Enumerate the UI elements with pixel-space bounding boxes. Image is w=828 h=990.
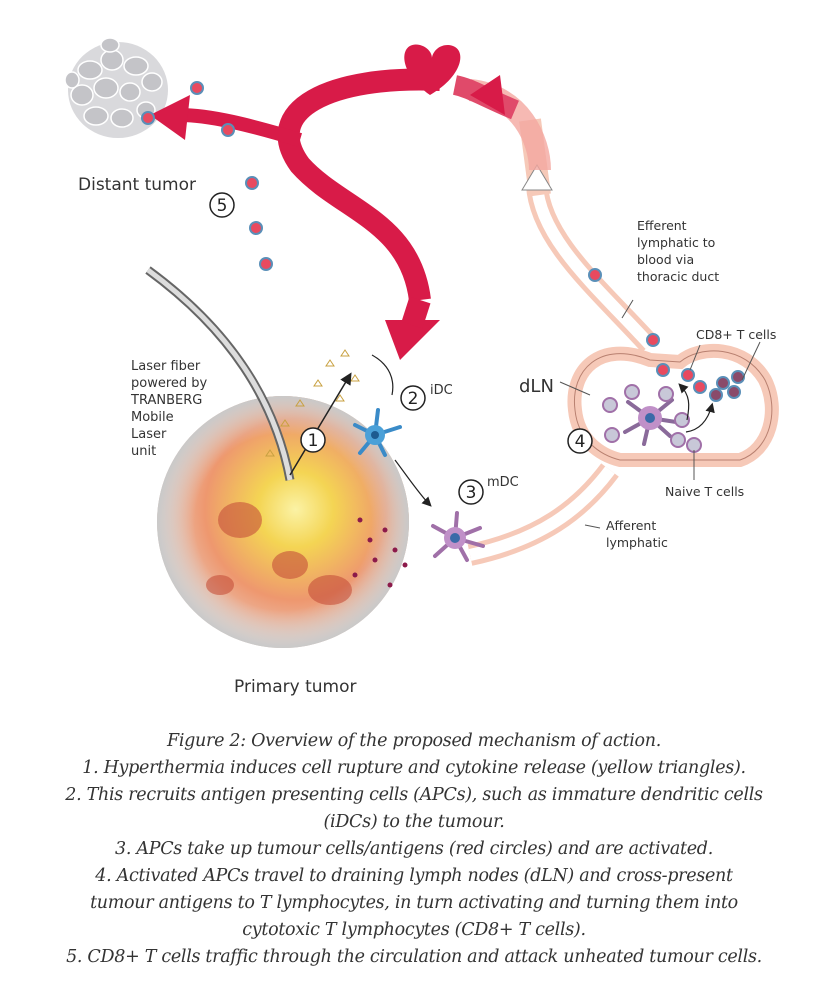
svg-text:4: 4 [575, 432, 586, 452]
cd8-label: CD8+ T cells [696, 327, 776, 342]
caption-line: 1. Hyperthermia induces cell rupture and… [82, 758, 746, 778]
svg-text:3: 3 [466, 483, 477, 503]
afferent-label: Afferent lymphatic [606, 518, 668, 550]
caption-line: 4. Activated APCs travel to draining lym… [95, 866, 733, 886]
primary-tumor-label: Primary tumor [234, 677, 357, 697]
step-5: 5 [209, 192, 235, 218]
svg-text:2: 2 [408, 389, 419, 409]
caption-title: Figure 2: Overview of the proposed mecha… [167, 731, 661, 751]
heart-icon [404, 44, 461, 95]
mdc-label: mDC [487, 475, 519, 490]
svg-text:lymphatic to: lymphatic to [637, 235, 715, 250]
step-4: 4 [567, 428, 593, 454]
dln-label: dLN [519, 376, 554, 397]
primary-tumor [157, 396, 409, 648]
svg-text:thoracic duct: thoracic duct [637, 269, 719, 284]
caption-line: 5. CD8+ T cells traffic through the circ… [66, 947, 762, 967]
caption-line: cytotoxic T lymphocytes (CD8+ T cells). [242, 920, 586, 940]
svg-text:Afferent: Afferent [606, 518, 656, 533]
svg-text:Laser: Laser [131, 427, 167, 442]
svg-text:Laser fiber: Laser fiber [131, 359, 201, 374]
svg-text:powered by: powered by [131, 376, 208, 391]
cd8-t-cells [656, 363, 745, 402]
figure-caption: Figure 2: Overview of the proposed mecha… [0, 728, 828, 971]
caption-line: tumour antigens to T lymphocytes, in tur… [90, 893, 738, 913]
caption-line: 2. This recruits antigen presenting cell… [65, 785, 763, 805]
dendritic-cell-dln [623, 398, 678, 446]
svg-text:unit: unit [131, 444, 156, 459]
svg-text:blood via: blood via [637, 252, 694, 267]
step-2: 2 [400, 385, 426, 411]
distant-tumor-cells [64, 37, 168, 138]
circulating-t-cells [141, 81, 660, 347]
svg-text:TRANBERG: TRANBERG [130, 393, 202, 408]
svg-text:Mobile: Mobile [131, 410, 174, 425]
naive-t-cells [602, 384, 702, 453]
step-1: 1 [300, 427, 326, 453]
svg-text:1: 1 [308, 431, 319, 451]
step-3: 3 [458, 479, 484, 505]
laser-fiber-label: Laser fiber powered by TRANBERG Mobile L… [130, 359, 208, 459]
caption-line: (iDCs) to the tumour. [323, 812, 505, 832]
caption-line: 3. APCs take up tumour cells/antigens (r… [115, 839, 713, 859]
svg-text:Efferent: Efferent [637, 218, 687, 233]
distant-tumor-label: Distant tumor [78, 175, 196, 195]
idc-label: iDC [430, 383, 453, 398]
dendritic-cell-idc [353, 408, 402, 457]
dendritic-cell-mdc [431, 511, 485, 562]
cytokine-triangles [265, 349, 360, 457]
mechanism-diagram: Distant tumor Primary tumor Laser fiber … [64, 37, 779, 697]
svg-text:5: 5 [217, 196, 228, 216]
efferent-label: Efferent lymphatic to blood via thoracic… [637, 218, 719, 284]
blood-circulation [150, 44, 519, 360]
svg-text:lymphatic: lymphatic [606, 535, 668, 550]
naive-label: Naive T cells [665, 484, 744, 499]
